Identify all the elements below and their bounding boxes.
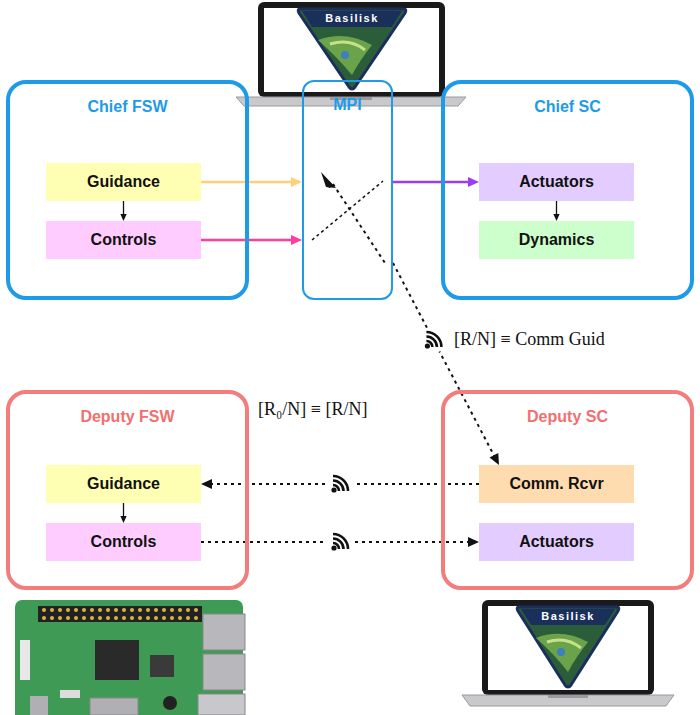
module-box: Controls [46,523,201,561]
module-box: Actuators [479,523,634,561]
module-box: Actuators [479,163,634,201]
connector [120,503,126,523]
signal-label: [R₀/N] ≡ [R/N] [256,399,369,420]
module-box: Guidance [46,465,201,503]
wireless-icon [327,529,353,555]
module-label: Actuators [519,533,594,551]
group-title: MPI [304,96,391,114]
module-label: Actuators [519,173,594,191]
connector [201,177,302,187]
arrow-head [291,235,302,245]
logo-text: Basilisk [305,12,399,24]
arrow-head [468,177,479,187]
module-label: Guidance [87,173,160,191]
connector-line [556,201,557,215]
module-box: Controls [46,221,201,259]
group-box: Deputy SC Comm. RcvrActuators [441,390,694,590]
connector [393,263,499,465]
arrow-head [490,453,499,465]
raspberry-pi-illustration [15,600,245,715]
arrow-head [291,177,302,187]
group-title: Deputy FSW [10,408,245,426]
connector [393,177,479,187]
module-box: Dynamics [479,221,634,259]
module-label: Comm. Rcvr [509,475,603,493]
arrow-head [468,537,479,547]
logo-text: Basilisk [521,610,615,622]
module-label: Dynamics [519,231,595,249]
laptop-illustration [462,600,674,706]
connector [201,235,302,245]
module-label: Controls [91,533,157,551]
arrow-head [120,214,126,221]
module-label: Guidance [87,475,160,493]
group-title: Chief FSW [10,98,245,116]
module-box: Comm. Rcvr [479,465,634,503]
group-title: Chief SC [445,98,690,116]
connector-line [393,181,469,184]
wireless-icon [420,327,446,353]
connector-line [123,503,124,517]
group-box: Chief FSW GuidanceControls [6,80,249,300]
connector-line [123,201,124,215]
module-label: Controls [91,231,157,249]
mpi-routing-lines [312,172,385,263]
arrow-head [553,214,559,221]
group-box: Deputy FSW GuidanceControls [6,390,249,590]
arrow-head [201,479,212,489]
group-title: Deputy SC [445,408,690,426]
mpi-box: MPI [302,80,393,300]
module-box: Guidance [46,163,201,201]
connector [120,201,126,221]
signal-label: [R/N] ≡ Comm Guid [452,329,607,350]
wireless-icon [327,471,353,497]
connector [553,201,559,221]
group-box: Chief SC ActuatorsDynamics [441,80,694,300]
arrow-head [120,516,126,523]
laptop-illustration [236,2,466,106]
